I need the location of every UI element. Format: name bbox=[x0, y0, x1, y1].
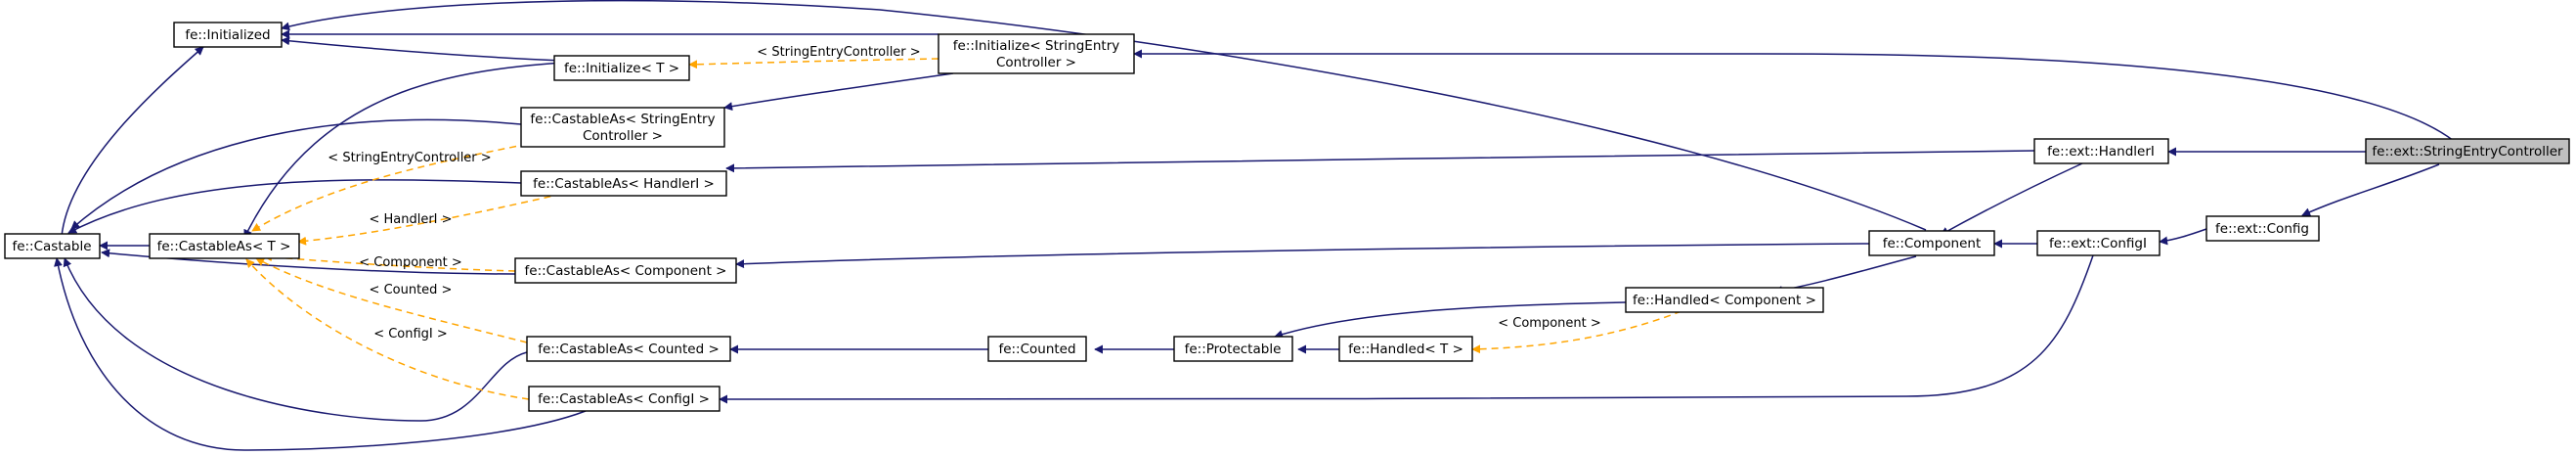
edge-label-handled-component: < Component > bbox=[1498, 316, 1601, 331]
node-castable-as-sec[interactable]: fe::CastableAs< StringEntry Controller > bbox=[520, 107, 725, 148]
node-castable[interactable]: fe::Castable bbox=[4, 233, 101, 259]
node-string-entry-controller[interactable]: fe::ext::StringEntryController bbox=[2365, 138, 2570, 164]
node-castable-as-counted[interactable]: fe::CastableAs< Counted > bbox=[526, 336, 731, 362]
edge-config-configi bbox=[2159, 228, 2207, 246]
inheritance-edges bbox=[54, 0, 2455, 451]
edge-sec-initialize-sec bbox=[1133, 49, 2455, 142]
node-initialized[interactable]: fe::Initialized bbox=[173, 22, 283, 48]
edge-dashed-castableas-configi-castableas-t bbox=[245, 258, 530, 400]
node-label: fe::CastableAs< ConfigI > bbox=[538, 391, 710, 407]
edge-dashed-castableas-handleri-castableas-t bbox=[297, 193, 563, 246]
edge-component-handled-component bbox=[1773, 255, 1917, 296]
edge-handleri-component bbox=[1940, 162, 2083, 236]
node-label: fe::CastableAs< HandlerI > bbox=[533, 176, 715, 192]
edge-component-castableas-component bbox=[735, 243, 1870, 269]
node-castable-as-component[interactable]: fe::CastableAs< Component > bbox=[514, 257, 737, 284]
node-handleri[interactable]: fe::ext::HandlerI bbox=[2033, 138, 2169, 164]
node-label: fe::ext::ConfigI bbox=[2049, 236, 2147, 251]
node-configi[interactable]: fe::ext::ConfigI bbox=[2036, 230, 2161, 256]
node-label: fe::Component bbox=[1883, 236, 1982, 251]
edge-component-initialized bbox=[281, 0, 1927, 231]
node-component[interactable]: fe::Component bbox=[1868, 230, 1995, 256]
edge-initialize-sec-castableas-sec bbox=[723, 72, 954, 112]
node-label: fe::Handled< T > bbox=[1348, 342, 1463, 357]
node-label-line-2: Controller > bbox=[996, 55, 1076, 70]
node-label: fe::Initialize< T > bbox=[564, 61, 679, 76]
edge-label-sec-castable: < StringEntryController > bbox=[327, 151, 491, 165]
edge-sec-config bbox=[2301, 163, 2440, 216]
node-label: fe::Protectable bbox=[1185, 342, 1282, 357]
node-castable-as-configi[interactable]: fe::CastableAs< ConfigI > bbox=[528, 386, 720, 412]
edge-label-sec-initialize: < StringEntryController > bbox=[757, 45, 920, 60]
edge-dashed-handled-component-handled-t bbox=[1471, 310, 1682, 354]
edge-dashed-castableas-counted-castableas-t bbox=[255, 257, 528, 343]
edge-label-component: < Component > bbox=[359, 255, 462, 270]
node-label: fe::ext::StringEntryController bbox=[2372, 144, 2563, 160]
edge-castableas-configi-castable bbox=[54, 257, 587, 451]
edge-label-handleri: < HandlerI > bbox=[369, 212, 452, 227]
node-label: fe::Initialized bbox=[185, 27, 270, 43]
node-protectable[interactable]: fe::Protectable bbox=[1173, 336, 1293, 362]
nodes: fe::Initialized fe::Castable fe::Castabl… bbox=[4, 22, 2570, 412]
node-label-line-1: fe::Initialize< StringEntry bbox=[953, 38, 1119, 54]
node-initialize-sec[interactable]: fe::Initialize< StringEntry Controller > bbox=[938, 33, 1135, 74]
edge-handleri-castableas-handleri bbox=[725, 150, 2035, 173]
node-handled-t[interactable]: fe::Handled< T > bbox=[1338, 336, 1473, 362]
edge-dashed-initialize-sec-initialize-t bbox=[688, 58, 939, 69]
edge-label-counted: < Counted > bbox=[370, 283, 453, 297]
node-castable-as-t[interactable]: fe::CastableAs< T > bbox=[149, 233, 300, 259]
node-label: fe::CastableAs< Component > bbox=[525, 263, 727, 279]
node-label: fe::ext::Config bbox=[2215, 221, 2309, 237]
edge-castableas-sec-castable bbox=[70, 118, 522, 230]
edge-configi-castableas-configi bbox=[719, 254, 2094, 404]
node-label: fe::Handled< Component > bbox=[1633, 293, 1816, 308]
node-castable-as-handleri[interactable]: fe::CastableAs< HandlerI > bbox=[520, 170, 727, 197]
edge-castableas-sec-castableas-t bbox=[243, 60, 593, 239]
edge-castableas-handleri-castable bbox=[67, 179, 522, 234]
edge-castableas-counted-castable bbox=[63, 257, 528, 422]
node-label: fe::CastableAs< T > bbox=[157, 239, 291, 254]
node-initialize-t[interactable]: fe::Initialize< T > bbox=[553, 55, 690, 81]
edge-labels: < StringEntryController > < StringEntryC… bbox=[327, 45, 1600, 342]
node-label: fe::Counted bbox=[998, 342, 1075, 357]
node-label: fe::ext::HandlerI bbox=[2047, 144, 2155, 160]
node-handled-component[interactable]: fe::Handled< Component > bbox=[1625, 287, 1824, 313]
edge-label-configi: < ConfigI > bbox=[373, 327, 448, 342]
edge-initialize-t-initialized bbox=[281, 36, 563, 62]
edge-handled-component-protectable bbox=[1274, 301, 1627, 339]
node-config[interactable]: fe::ext::Config bbox=[2205, 215, 2320, 242]
node-label-line-1: fe::CastableAs< StringEntry bbox=[530, 112, 715, 127]
node-counted[interactable]: fe::Counted bbox=[987, 336, 1087, 362]
edge-initialized-castable bbox=[61, 46, 204, 238]
node-label: fe::CastableAs< Counted > bbox=[538, 342, 720, 357]
node-label-line-2: Controller > bbox=[583, 128, 663, 144]
node-label: fe::Castable bbox=[12, 239, 91, 254]
